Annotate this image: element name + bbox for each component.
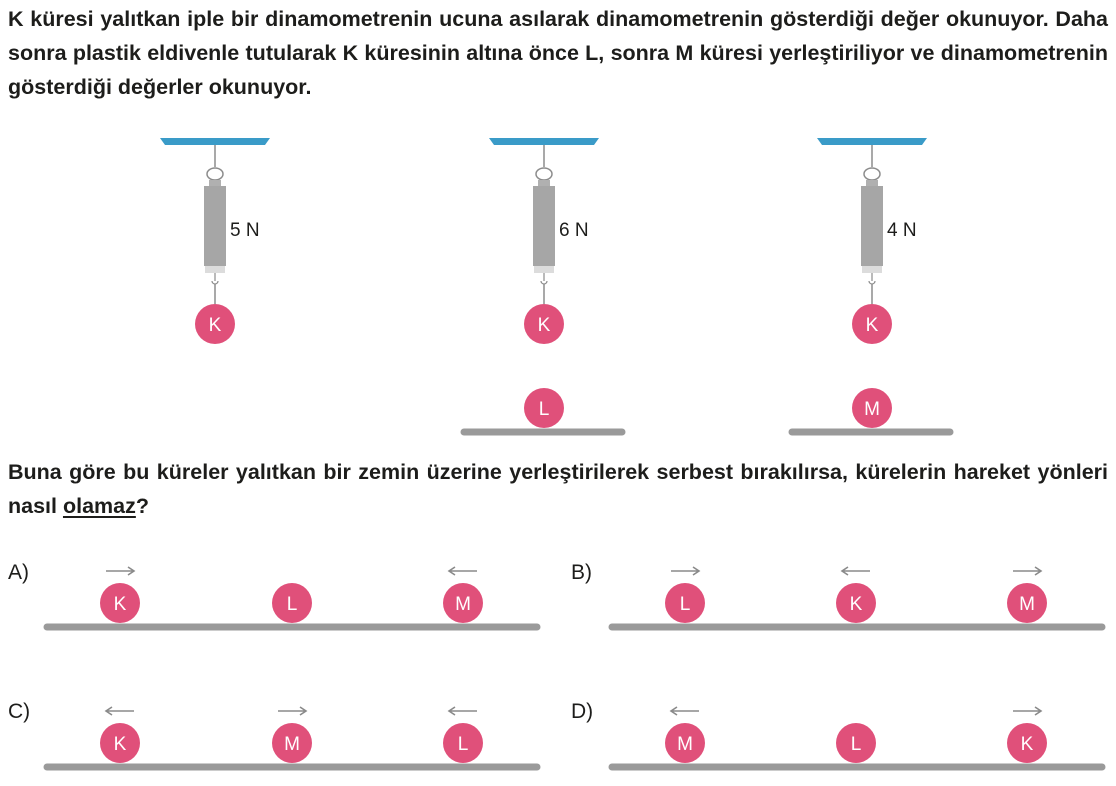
- option-ball: K: [100, 583, 140, 623]
- hook: [211, 273, 219, 285]
- ball-label: L: [851, 734, 862, 755]
- option-a-label[interactable]: A): [8, 561, 29, 584]
- spring-bottom: [862, 266, 882, 273]
- top-ring: [535, 167, 553, 181]
- ball-circle: [443, 723, 483, 763]
- option-d-label[interactable]: D): [571, 700, 594, 723]
- ball-circle: [852, 388, 892, 428]
- question-underlined-word: olamaz: [62, 494, 136, 518]
- ball-label: M: [284, 734, 300, 755]
- arrow-right-icon: [278, 706, 308, 716]
- ball-label: M: [677, 734, 693, 755]
- hanging-ball: K: [524, 304, 564, 344]
- ball-label: K: [114, 594, 127, 615]
- arrow-left-icon: [447, 566, 477, 576]
- ball-label: L: [287, 594, 298, 615]
- option-b-diagram: [608, 566, 1106, 631]
- option-d-diagram: [608, 706, 1106, 771]
- dynamometer-reading: 4 N: [887, 220, 917, 241]
- arrow-left-icon: [104, 706, 134, 716]
- arrow-right-icon: [1013, 706, 1043, 716]
- dynamometer-setup-1: 5 N: [160, 138, 270, 304]
- ball-label: K: [114, 734, 127, 755]
- option-ball: K: [836, 583, 876, 623]
- option-ball: K: [1007, 723, 1047, 763]
- ground-ball: M: [852, 388, 892, 428]
- arrow-right-icon: [671, 566, 701, 576]
- question-paragraph: Buna göre bu küreler yalıtkan bir zemin …: [8, 455, 1108, 523]
- spring-body: [533, 186, 555, 266]
- ball-circle: [1007, 723, 1047, 763]
- ball-label: M: [455, 594, 471, 615]
- dynamometer-reading: 6 N: [559, 220, 589, 241]
- arrow-left-icon: [669, 706, 699, 716]
- dynamometer-setup-2: 6 N: [460, 138, 626, 436]
- ball-circle: [665, 583, 705, 623]
- ball-circle: [852, 304, 892, 344]
- arrow-left-icon: [840, 566, 870, 576]
- spring-cap: [209, 180, 221, 186]
- hanging-ball: K: [852, 304, 892, 344]
- ball-circle: [195, 304, 235, 344]
- dynamometer-setup-3: 4 N: [788, 138, 954, 436]
- question-text: Buna göre bu küreler yalıtkan bir zemin …: [8, 460, 1108, 518]
- option-c-diagram: [43, 706, 541, 771]
- ceiling-bar: [817, 138, 927, 145]
- ball-circle: [100, 723, 140, 763]
- ball-label: K: [866, 315, 879, 336]
- ball-circle: [100, 583, 140, 623]
- option-b-label[interactable]: B): [571, 561, 592, 584]
- hook: [868, 273, 876, 285]
- ground-ball: L: [524, 388, 564, 428]
- ball-label: K: [209, 315, 222, 336]
- ceiling-bar: [160, 138, 270, 145]
- dynamometer-reading: 5 N: [230, 220, 260, 241]
- spring-body: [204, 186, 226, 266]
- option-ball: M: [443, 583, 483, 623]
- option-ball: M: [1007, 583, 1047, 623]
- option-ball: L: [836, 723, 876, 763]
- ball-circle: [524, 388, 564, 428]
- option-c-label[interactable]: C): [8, 700, 31, 723]
- ball-label: K: [850, 594, 863, 615]
- ball-label: K: [538, 315, 551, 336]
- option-ball: L: [665, 583, 705, 623]
- ball-circle: [836, 723, 876, 763]
- spring-body: [861, 186, 883, 266]
- ball-label: L: [680, 594, 691, 615]
- arrow-right-icon: [1013, 566, 1043, 576]
- ball-circle: [272, 583, 312, 623]
- top-ring: [206, 167, 224, 181]
- arrow-left-icon: [447, 706, 477, 716]
- option-ball: L: [272, 583, 312, 623]
- ball-circle: [836, 583, 876, 623]
- spring-bottom: [534, 266, 554, 273]
- ball-label: L: [539, 399, 550, 420]
- arrow-right-icon: [106, 566, 136, 576]
- ball-circle: [443, 583, 483, 623]
- option-ball: M: [272, 723, 312, 763]
- ball-label: M: [1019, 594, 1035, 615]
- ball-circle: [665, 723, 705, 763]
- top-ring: [863, 167, 881, 181]
- option-ball: K: [100, 723, 140, 763]
- spring-bottom: [205, 266, 225, 273]
- option-ball: L: [443, 723, 483, 763]
- ball-circle: [272, 723, 312, 763]
- ball-label: K: [1021, 734, 1034, 755]
- spring-cap: [538, 180, 550, 186]
- intro-paragraph: K küresi yalıtkan iple bir dinamometreni…: [8, 7, 1108, 99]
- spring-cap: [866, 180, 878, 186]
- hook: [540, 273, 548, 285]
- ceiling-bar: [489, 138, 599, 145]
- question-mark: ?: [135, 494, 149, 518]
- ball-label: M: [864, 399, 880, 420]
- ball-label: L: [458, 734, 469, 755]
- hanging-ball: K: [195, 304, 235, 344]
- option-ball: M: [665, 723, 705, 763]
- ball-circle: [524, 304, 564, 344]
- option-a-diagram: [43, 566, 541, 631]
- ball-circle: [1007, 583, 1047, 623]
